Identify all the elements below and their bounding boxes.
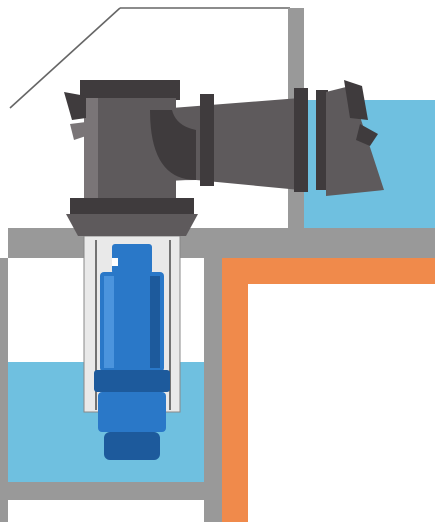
submersible-motor (94, 244, 170, 460)
mounting-flange (66, 198, 198, 236)
orange-liner (222, 258, 435, 522)
sump-wall-right (204, 258, 222, 522)
sump-floor (8, 482, 222, 500)
ramp (9, 7, 290, 109)
flap-valve (326, 80, 384, 196)
tank-wall-inner (304, 20, 435, 100)
discharge-elbow (64, 80, 196, 198)
floor-slab (8, 228, 435, 258)
sump-wall-left (0, 258, 8, 522)
